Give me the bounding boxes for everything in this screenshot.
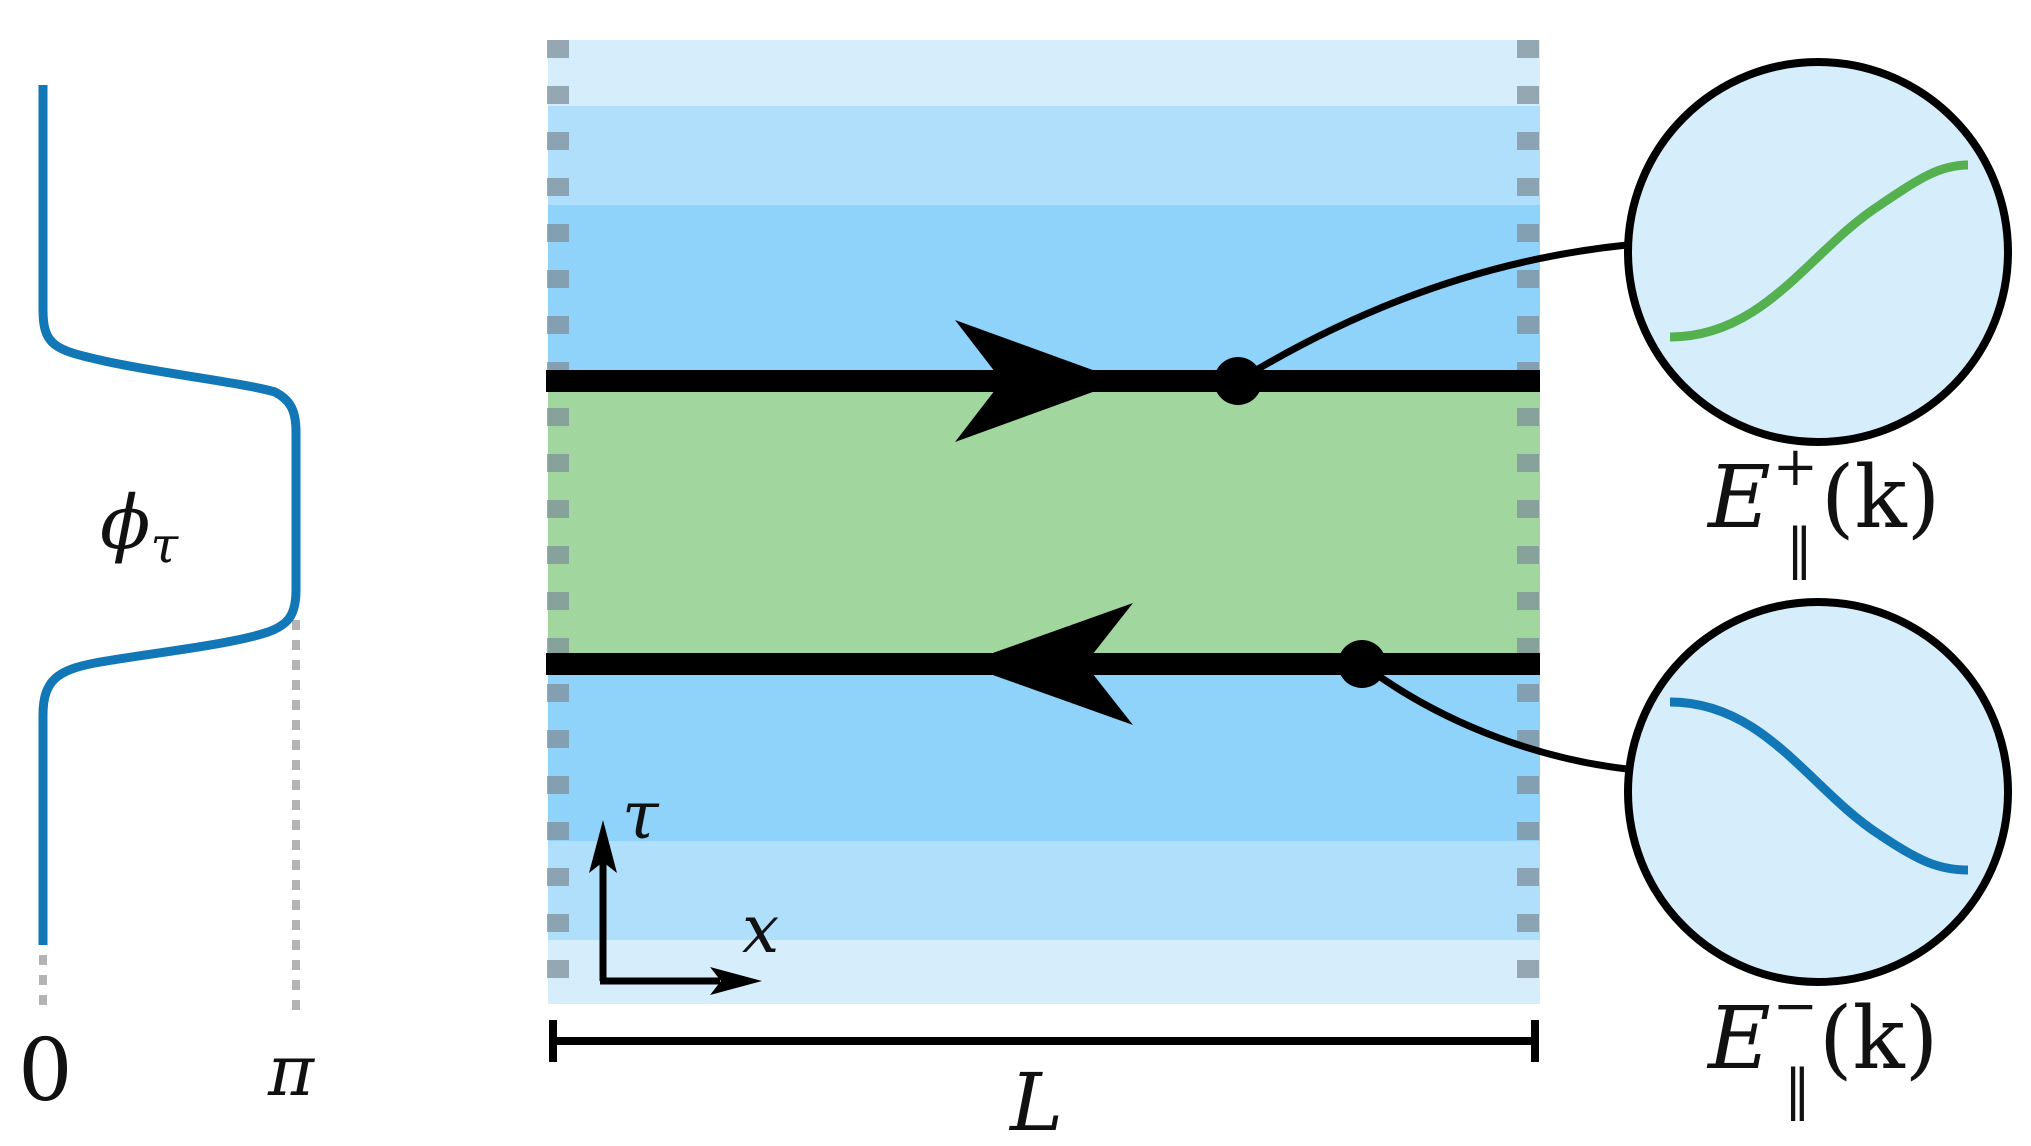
arrowhead-left-icon bbox=[962, 603, 1133, 725]
band-light-bottom bbox=[548, 841, 1540, 940]
band-pale-top bbox=[548, 40, 1540, 106]
dispersion-minus-inset: E−‖(k) bbox=[1624, 598, 2012, 1121]
tau-axis-label: τ bbox=[622, 777, 660, 854]
phi-label: ϕτ bbox=[100, 480, 179, 574]
length-bracket: L bbox=[549, 1020, 1539, 1146]
coordinate-axes: τ x bbox=[589, 777, 779, 995]
tau-arrowhead-icon bbox=[589, 820, 617, 873]
dispersion-plus-curve bbox=[1669, 160, 1969, 342]
tick-label-zero: 0 bbox=[18, 1021, 73, 1121]
dispersion-minus-curve bbox=[1669, 697, 1969, 875]
x-arrowhead-icon bbox=[710, 967, 762, 995]
energy-plus-label: E+‖(k) bbox=[1706, 435, 1940, 580]
length-label: L bbox=[1008, 1056, 1063, 1146]
lower-connector bbox=[1359, 661, 1628, 773]
upper-connector bbox=[1236, 241, 1628, 384]
dispersion-minus-circle bbox=[1624, 598, 2012, 986]
energy-minus-label: E−‖(k) bbox=[1706, 974, 1938, 1121]
x-axis-label: x bbox=[742, 891, 779, 968]
band-mid-bottom bbox=[548, 664, 1540, 841]
band-pale-bottom bbox=[548, 940, 1540, 1004]
dispersion-plus-inset: E+‖(k) bbox=[1624, 58, 2012, 580]
phi-curve bbox=[38, 85, 301, 945]
phi-profile: ϕτ 0 π bbox=[18, 85, 316, 1121]
arrowhead-right-icon bbox=[955, 320, 1123, 442]
tick-label-pi: π bbox=[267, 1030, 316, 1112]
band-light-top bbox=[548, 106, 1540, 205]
band-green-middle bbox=[548, 382, 1540, 664]
spacetime-strip: τ x L bbox=[546, 40, 1540, 1146]
